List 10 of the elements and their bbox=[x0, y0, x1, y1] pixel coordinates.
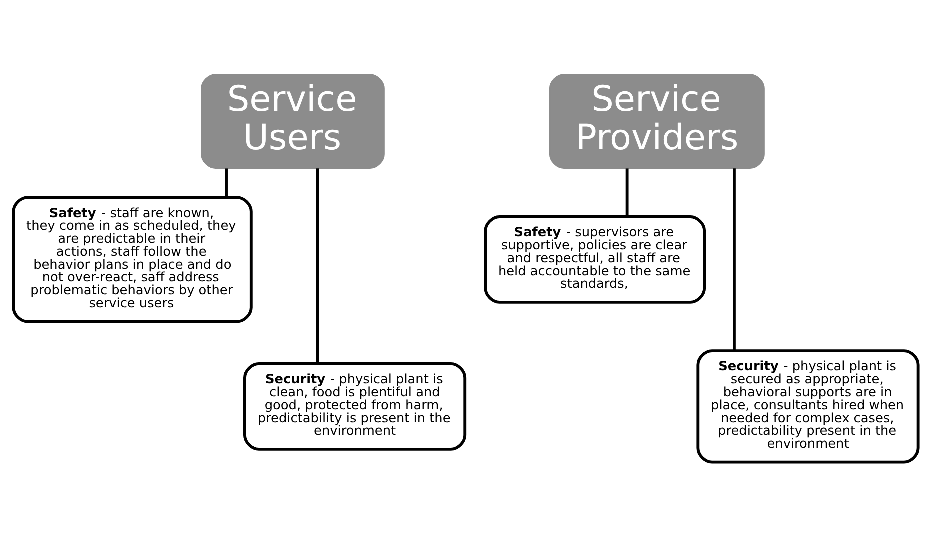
node-box: Service Users bbox=[200, 74, 384, 169]
node-box: Security - physical plant is clean, food is plentiful and good, protected from harm, predictability is present in the environment bbox=[243, 362, 466, 451]
node-box: Security - physical plant is secured as appropriate, behavioral supports are in place, consultants hired when needed for complex cases, predictability present in the environment bbox=[696, 350, 920, 464]
connector bbox=[732, 168, 736, 351]
node-box: Service Providers bbox=[548, 74, 764, 169]
connector bbox=[625, 168, 628, 217]
connector bbox=[316, 168, 319, 364]
node-box: Safety - staff are known, they come in as scheduled, they are predictable in their actions, staff follow the behavior plans in place and do not over-react, saff address problematic behaviors by other service users bbox=[12, 196, 252, 324]
node-box: Safety - supervisors are supportive, policies are clear and respectful, all staff are held accountable to the same standards, bbox=[484, 216, 706, 304]
connector bbox=[224, 168, 228, 198]
